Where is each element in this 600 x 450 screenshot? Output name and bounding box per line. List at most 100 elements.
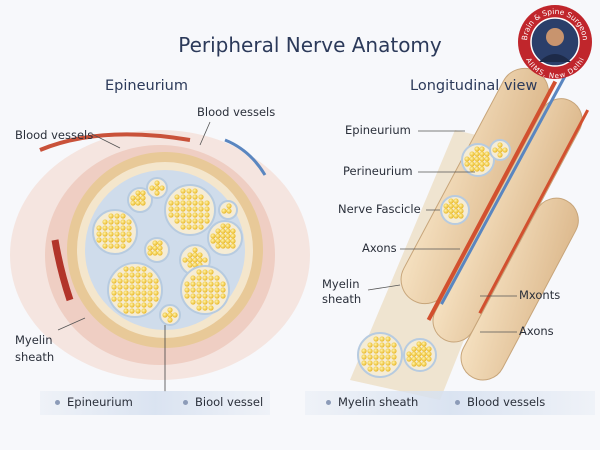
blood-vessel	[51, 239, 74, 302]
axon	[129, 278, 135, 284]
axon	[385, 342, 391, 348]
axon	[453, 213, 459, 219]
longitudinal-view	[350, 67, 590, 400]
axon	[186, 194, 192, 200]
axon	[135, 266, 141, 272]
axon	[120, 237, 126, 243]
axon	[120, 219, 126, 225]
axon	[152, 245, 158, 251]
axon	[230, 243, 236, 249]
axon	[385, 336, 391, 342]
axon	[135, 284, 141, 290]
axon	[379, 342, 385, 348]
axon	[220, 233, 226, 239]
axon	[129, 308, 135, 314]
axon	[226, 203, 232, 209]
axon	[111, 284, 117, 290]
axon	[102, 219, 108, 225]
axon	[117, 272, 123, 278]
axon	[198, 206, 204, 212]
axon	[220, 293, 226, 299]
axon	[479, 156, 485, 162]
fascicle	[144, 237, 170, 263]
axon	[204, 218, 210, 224]
axon	[204, 206, 210, 212]
axon	[102, 231, 108, 237]
axon	[114, 237, 120, 243]
axon	[162, 312, 168, 318]
axon	[186, 224, 192, 230]
axon	[129, 302, 135, 308]
axon	[180, 206, 186, 212]
axon	[367, 354, 373, 360]
axon	[210, 233, 216, 239]
axon	[147, 290, 153, 296]
axon	[180, 224, 186, 230]
axon	[96, 231, 102, 237]
axon	[448, 203, 454, 209]
axon	[198, 194, 204, 200]
axon	[484, 151, 490, 157]
axon	[464, 156, 470, 162]
axon	[379, 366, 385, 372]
axon	[426, 356, 432, 362]
axon	[152, 250, 158, 256]
axon	[147, 284, 153, 290]
axon	[135, 272, 141, 278]
label-myelin-line2: sheath	[15, 350, 55, 364]
axon	[126, 231, 132, 237]
axon	[108, 243, 114, 249]
axon	[202, 287, 208, 293]
axon	[448, 208, 454, 214]
legend-item: Epineurium	[55, 395, 133, 409]
axon	[453, 203, 459, 209]
axon	[172, 312, 178, 318]
axon	[123, 278, 129, 284]
axon	[140, 200, 146, 206]
axon	[108, 231, 114, 237]
axon	[367, 360, 373, 366]
legend-item: Myelin sheath	[326, 395, 418, 409]
legend-item: Biool vessel	[183, 395, 263, 409]
legend-bar-right	[305, 391, 595, 415]
axon	[208, 305, 214, 311]
axon	[443, 203, 449, 209]
label-mxonts: Mxonts	[519, 288, 561, 302]
axon	[135, 296, 141, 302]
axon	[123, 308, 129, 314]
axon	[421, 351, 427, 357]
label-myelin-line1: Myelin	[15, 333, 53, 347]
axon	[123, 284, 129, 290]
axon	[202, 305, 208, 311]
axon	[385, 360, 391, 366]
axon	[174, 206, 180, 212]
axon	[174, 200, 180, 206]
axon	[196, 281, 202, 287]
axon	[129, 296, 135, 302]
axon	[153, 278, 159, 284]
axon	[373, 336, 379, 342]
axon	[469, 151, 475, 157]
axon	[202, 269, 208, 275]
axon	[458, 208, 464, 214]
axon	[126, 225, 132, 231]
axon	[474, 146, 480, 152]
axon	[198, 212, 204, 218]
axon	[385, 348, 391, 354]
axon	[208, 299, 214, 305]
axon	[474, 166, 480, 172]
axon	[192, 262, 198, 268]
axon	[114, 225, 120, 231]
axon	[406, 351, 412, 357]
fascicle	[127, 187, 153, 213]
axon	[391, 342, 397, 348]
axon	[497, 152, 503, 158]
axon	[187, 257, 193, 263]
label-axons-2: Axons	[519, 324, 554, 338]
axon	[214, 275, 220, 281]
axon	[157, 245, 163, 251]
axon	[474, 156, 480, 162]
axon	[448, 198, 454, 204]
axon	[220, 228, 226, 234]
axon	[96, 225, 102, 231]
